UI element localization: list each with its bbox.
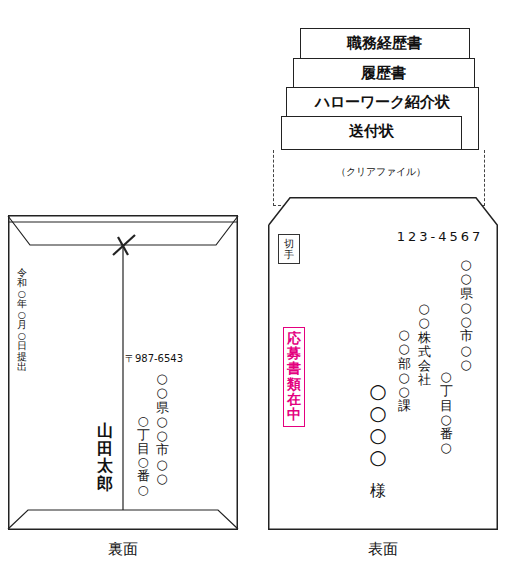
recipient-address: ○丁目○番○ [440, 370, 453, 456]
honorific: 様 [370, 482, 386, 500]
envelope-outline [8, 215, 238, 530]
document-title: 送付状 [349, 122, 394, 141]
envelope-fold-line [8, 510, 238, 529]
envelope-body [9, 216, 238, 530]
file-label: （クリアファイル） [336, 165, 426, 179]
envelope-fold-line [118, 237, 128, 255]
stamp-label: 切手 [284, 238, 294, 260]
enclosure-notice: 応募書類在中 [287, 331, 301, 423]
document-title: 履歴書 [361, 64, 406, 83]
sender-address: ○丁目○番○ [137, 414, 150, 497]
envelope-body [269, 198, 498, 530]
sender-name: 山田太郎 [97, 422, 113, 492]
envelope-fold-line [8, 216, 238, 245]
recipient-postal-code: 123-4567 [397, 229, 484, 244]
caption-front: 表面 [368, 540, 398, 559]
enclosure-notice-box: 応募書類在中 [283, 327, 305, 427]
envelope-fold-line [122, 245, 123, 510]
sender-address: ○○県○○市○○ [156, 372, 169, 486]
recipient-name: ○○○○ [368, 380, 388, 468]
document-title: ハローワーク紹介状 [315, 93, 450, 112]
sender-postal-code: 〒987-6543 [125, 352, 183, 366]
document-sheet: 送付状 [281, 116, 462, 150]
caption-back: 裏面 [108, 540, 138, 559]
envelope-fold-line [113, 235, 135, 255]
envelope-back: 令和○年○月○日提出〒987-6543 ○○県○○市○○ ○丁目○番○ 山田太郎 [8, 215, 238, 530]
envelope-front: 切手応募書類在中 123-4567 ○○県○○市○○ ○丁目○番○ ○○株式会社 ○○部○… [268, 197, 498, 530]
department-name: ○○部○○課 [398, 328, 411, 414]
submit-date: 令和○年○月○日提出 [17, 268, 27, 372]
envelope-fold-line [8, 221, 238, 222]
stamp-box: 切手 [278, 234, 300, 264]
document-title: 職務経歴書 [347, 34, 422, 53]
company-name: ○○株式会社 [418, 302, 431, 388]
recipient-address: ○○県○○市○○ [460, 258, 473, 372]
